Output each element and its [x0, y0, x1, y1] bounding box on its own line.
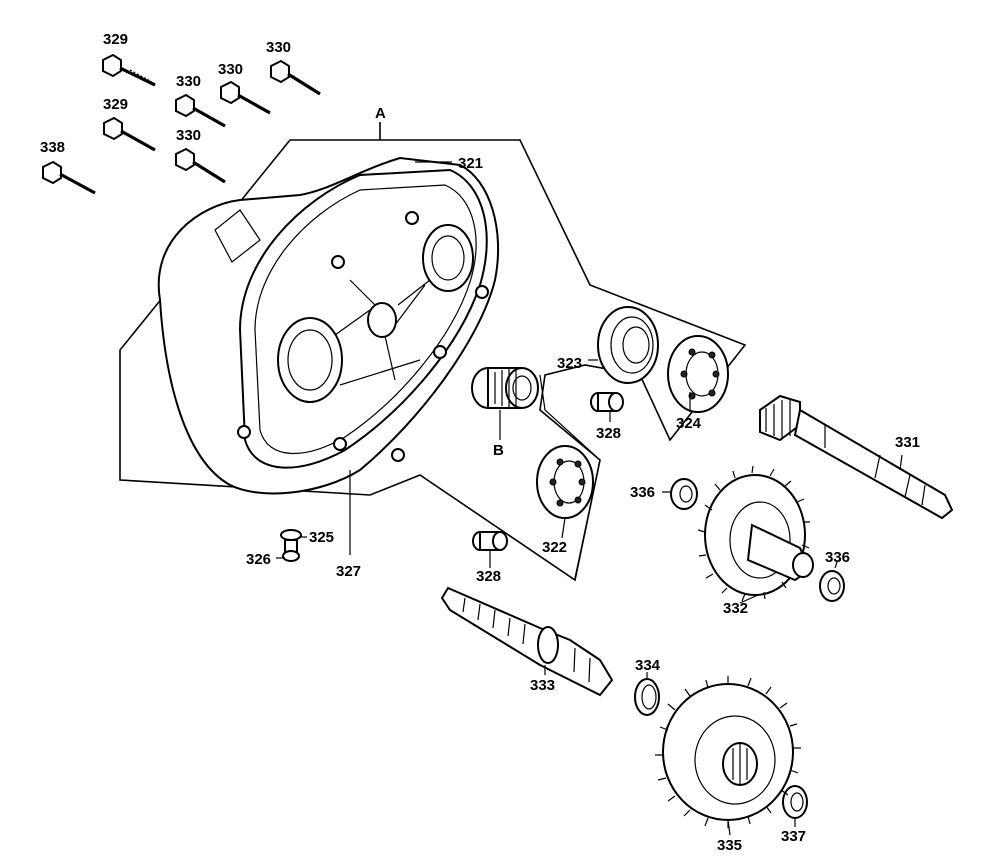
part-label-326: 326: [246, 551, 271, 568]
part-label-329-mid: 329: [103, 96, 128, 113]
part-label-338: 338: [40, 139, 65, 156]
part-label-328-top: 328: [596, 425, 621, 442]
part-label-336-right: 336: [825, 549, 850, 566]
gear-332: [697, 465, 814, 602]
washer-336-right: [819, 570, 845, 602]
part-label-324: 324: [676, 415, 702, 432]
dowel-pin-328-top: [590, 392, 624, 412]
dowel-pin-328-bottom: [472, 531, 508, 551]
part-label-336-left: 336: [630, 484, 655, 501]
part-label-325: 325: [309, 529, 334, 546]
drive-shaft-333: [440, 586, 614, 697]
part-label-330-b: 330: [218, 61, 243, 78]
part-label-333: 333: [530, 677, 555, 694]
part-label-334: 334: [635, 657, 661, 674]
drain-bolt-325-326: [280, 529, 302, 562]
bolt-330-d: [175, 147, 226, 184]
part-label-323: 323: [557, 355, 582, 372]
bolt-330-a: [175, 93, 226, 128]
washer-336-left: [670, 478, 698, 510]
part-label-335: 335: [717, 837, 742, 854]
part-labels: A B 321 322 323 324 325 326 327 328 328 …: [40, 31, 920, 854]
part-label-332: 332: [723, 600, 748, 617]
countershaft-331: [759, 394, 954, 520]
part-label-321: 321: [458, 155, 483, 172]
circlip-334: [634, 678, 660, 716]
bolt-329-mid: [103, 116, 156, 152]
group-label-b: B: [493, 442, 504, 459]
part-label-337: 337: [781, 828, 806, 845]
group-b-outline: [539, 374, 601, 579]
part-label-329-top: 329: [103, 31, 128, 48]
bolt-330-c: [270, 59, 321, 96]
final-gear-335: [655, 676, 801, 828]
washer-337: [782, 785, 808, 819]
leader-lines: [276, 161, 903, 836]
part-label-330-c: 330: [266, 39, 291, 56]
bolt-330-b: [220, 80, 271, 115]
part-label-330-a: 330: [176, 73, 201, 90]
part-label-327: 327: [336, 563, 361, 580]
bolt-338: [42, 160, 96, 195]
part-label-322: 322: [542, 539, 567, 556]
group-label-a: A: [375, 105, 386, 122]
needle-bearing-b: [471, 367, 539, 409]
bolt-329-top: [102, 53, 156, 87]
ball-bearing-324: [667, 335, 729, 413]
part-label-328-bottom: 328: [476, 568, 501, 585]
part-label-331: 331: [895, 434, 920, 451]
part-label-330-d: 330: [176, 127, 201, 144]
oil-seal-323: [597, 306, 659, 384]
ball-bearing-322: [536, 445, 594, 519]
gearbox-cover-housing: [157, 156, 499, 495]
